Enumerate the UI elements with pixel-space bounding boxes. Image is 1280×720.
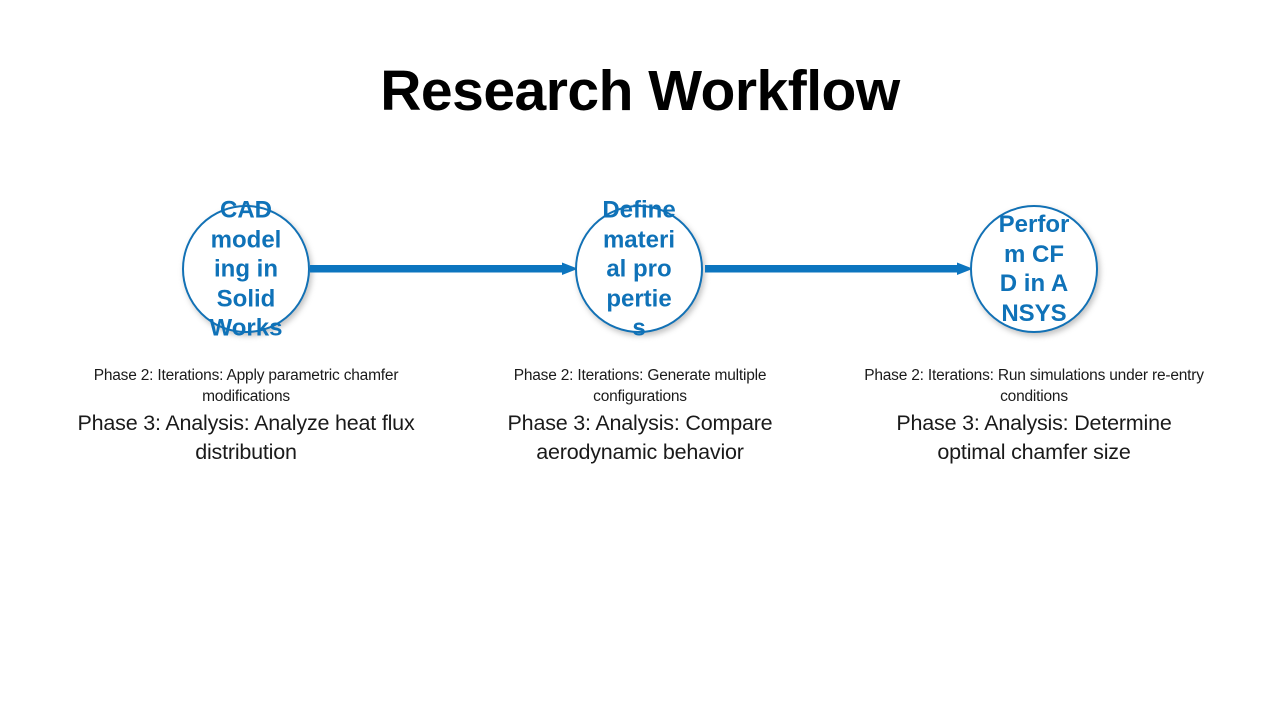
node-circle-shape — [575, 205, 703, 333]
flow-arrow-2 — [705, 254, 973, 284]
caption-phase2-text: Phase 2: Iterations: Apply parametric ch… — [93, 367, 399, 405]
caption-block-3: Phase 2: Iterations: Run simulations und… — [864, 365, 1204, 467]
flow-node-1[interactable]: CAD modeling in SolidWorks — [182, 196, 310, 341]
caption-phase3-text: Phase 3: Analysis: Analyze heat flux dis… — [77, 411, 415, 464]
caption-phase3-text: Phase 3: Analysis: Determine optimal cha… — [896, 411, 1172, 464]
caption-phase2-text: Phase 2: Iterations: Generate multiple c… — [513, 367, 767, 405]
caption-block-2: Phase 2: Iterations: Generate multiple c… — [470, 365, 810, 467]
node-circle-shape — [182, 205, 310, 333]
flow-arrow-1 — [310, 254, 578, 284]
caption-phase2-text: Phase 2: Iterations: Run simulations und… — [864, 367, 1204, 405]
caption-block-1: Phase 2: Iterations: Apply parametric ch… — [76, 365, 416, 467]
flow-node-3[interactable]: Perform CFD in ANSYS — [970, 205, 1098, 333]
node-circle-shape — [970, 205, 1098, 333]
caption-phase3-text: Phase 3: Analysis: Compare aerodynamic b… — [507, 411, 773, 464]
flow-node-2[interactable]: Define material properties — [575, 196, 703, 341]
page-title: Research Workflow — [380, 59, 900, 123]
